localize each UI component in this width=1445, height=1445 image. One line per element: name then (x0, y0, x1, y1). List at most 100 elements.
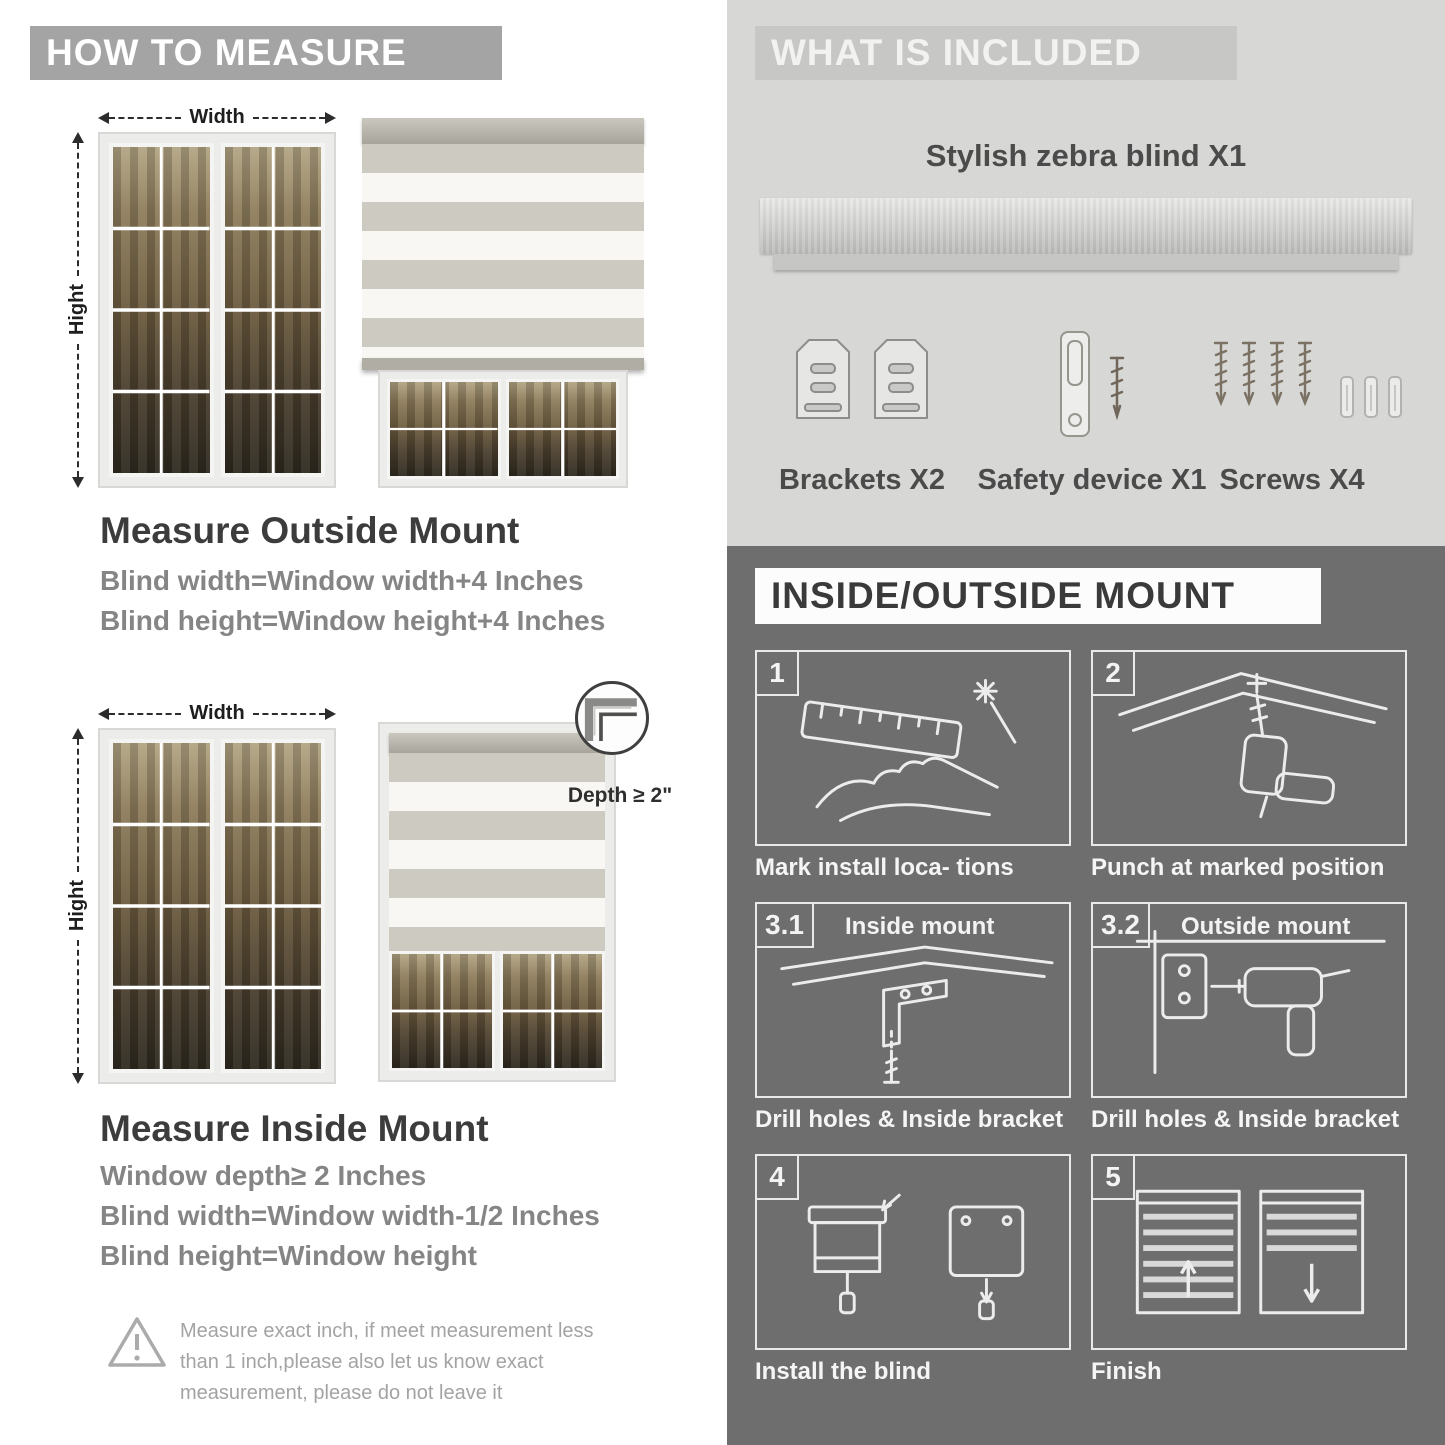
step-number: 2 (1093, 652, 1135, 696)
safety-device-icon (1060, 331, 1125, 437)
dashed-line (252, 116, 326, 119)
inside-formula-depth: Window depth≥ 2 Inches (100, 1160, 427, 1191)
window-muntins (390, 382, 498, 476)
inside-bracket-illustration (780, 945, 1054, 1084)
window-muntins (392, 954, 492, 1068)
warning-line: than 1 inch,please also let us know exac… (180, 1351, 544, 1373)
window-pane (505, 379, 619, 479)
blind-cassette (389, 733, 605, 753)
outside-mount-tag: Outside mount (1181, 913, 1351, 940)
width-arrow-inside: Width (98, 702, 337, 725)
arrow-left-icon (98, 111, 109, 124)
step-caption-2: Punch at marked position (1091, 854, 1385, 881)
arrow-right-icon (325, 111, 337, 124)
screws-label: Screws X4 (1219, 464, 1365, 496)
window-pane (109, 739, 214, 1073)
arrow-down-icon (71, 477, 84, 488)
how-to-measure-section: HOW TO MEASURE Width Hight (0, 0, 712, 1445)
frame-corner-detail-icon (584, 698, 637, 741)
outside-formula-height: Blind height=Window height+4 Inches (100, 605, 606, 636)
outside-bracket-illustration (1135, 929, 1386, 1074)
height-arrow-inside: Hight (66, 728, 89, 1084)
step-caption-4: Install the blind (755, 1358, 932, 1385)
window-pane (109, 143, 214, 477)
zebra-blind-outside-mount (362, 118, 644, 490)
step-caption-3-2: Drill holes & Inside bracket (1091, 1106, 1400, 1133)
window-muntins (508, 382, 616, 476)
step-panel-4: 4 (755, 1154, 1071, 1350)
what-is-included-header: WHAT IS INCLUDED (755, 26, 1237, 80)
dashed-line (109, 116, 182, 119)
finish-illustration (1135, 1189, 1365, 1315)
headrail-valance (774, 254, 1398, 270)
window-lower-panes (389, 951, 605, 1071)
step-panel-5: 5 (1091, 1154, 1407, 1350)
window-illustration-outside (98, 132, 336, 488)
inside-mount-title: Measure Inside Mount (100, 1108, 489, 1149)
warning-note: Measure exact inch, if meet measurement … (180, 1316, 640, 1409)
dashed-line (76, 939, 79, 1073)
brackets-icon (796, 339, 928, 419)
brackets-label: Brackets X2 (778, 464, 946, 496)
warning-triangle-icon (108, 1317, 166, 1367)
inside-formula-width: Blind width=Window width-1/2 Inches (100, 1200, 600, 1231)
mount-header: INSIDE/OUTSIDE MOUNT (755, 568, 1321, 624)
mark-locations-illustration (800, 678, 1017, 822)
step-panel-2: 2 (1091, 650, 1407, 846)
step-panel-1: 1 (755, 650, 1071, 846)
step-panel-3-2: 3.2 Outside mount (1091, 902, 1407, 1098)
dashed-line (109, 712, 182, 715)
window-pane (387, 379, 501, 479)
step-caption-5: Finish (1091, 1358, 1162, 1385)
step-number: 3.2 (1093, 904, 1150, 948)
zebra-stripes (389, 753, 605, 951)
window-pane (389, 951, 495, 1071)
step-panel-3-1: 3.1 Inside mount (755, 902, 1071, 1098)
window-pane (220, 739, 325, 1073)
window-muntins (113, 147, 210, 473)
warning-line: measurement, please do not leave it (180, 1382, 503, 1404)
depth-detail-circle (575, 681, 649, 755)
window-muntins (224, 743, 321, 1069)
dashed-line (76, 343, 79, 477)
arrow-left-icon (98, 707, 109, 720)
height-label: Hight (66, 284, 88, 336)
step-caption-3-1: Drill holes & Inside bracket (755, 1106, 1064, 1133)
outside-mount-title: Measure Outside Mount (100, 510, 520, 551)
warning-line: Measure exact inch, if meet measurement … (180, 1320, 594, 1342)
blind-cassette (362, 118, 644, 144)
window-illustration-inside (98, 728, 336, 1084)
how-to-measure-header: HOW TO MEASURE (30, 26, 502, 80)
step-number: 4 (757, 1156, 799, 1200)
dashed-line (76, 143, 79, 277)
window-pane (220, 143, 325, 477)
zebra-blind-inside-mount (378, 722, 616, 1082)
dashed-line (76, 739, 79, 873)
what-is-included-section: WHAT IS INCLUDED Stylish zebra blind X1 (727, 0, 1445, 546)
step-number: 3.1 (757, 904, 814, 948)
inside-formula-height: Blind height=Window height (100, 1240, 477, 1271)
arrow-right-icon (325, 707, 337, 720)
arrow-up-icon (71, 728, 84, 739)
step-caption-1: Mark install loca- tions (755, 854, 1014, 881)
width-label: Width (189, 702, 245, 724)
window-muntins (224, 147, 321, 473)
inside-mount-tag: Inside mount (845, 913, 995, 940)
blind-bottom-rail (362, 358, 644, 370)
arrow-up-icon (71, 132, 84, 143)
step-number: 5 (1093, 1156, 1135, 1200)
zebra-stripes (362, 144, 644, 358)
outside-formula-width: Blind width=Window width+4 Inches (100, 565, 584, 596)
step-number: 1 (757, 652, 799, 696)
height-label: Hight (66, 880, 88, 932)
window-behind-blind (378, 370, 628, 488)
dashed-line (252, 712, 326, 715)
install-blind-illustration (807, 1193, 1025, 1321)
screws-icon (1213, 341, 1402, 418)
zebra-blind-headrail (760, 198, 1412, 270)
window-muntins (113, 743, 210, 1069)
mount-steps-section: INSIDE/OUTSIDE MOUNT 1 (727, 546, 1445, 1445)
arrow-down-icon (71, 1073, 84, 1084)
drill-position-illustration (1118, 672, 1388, 819)
